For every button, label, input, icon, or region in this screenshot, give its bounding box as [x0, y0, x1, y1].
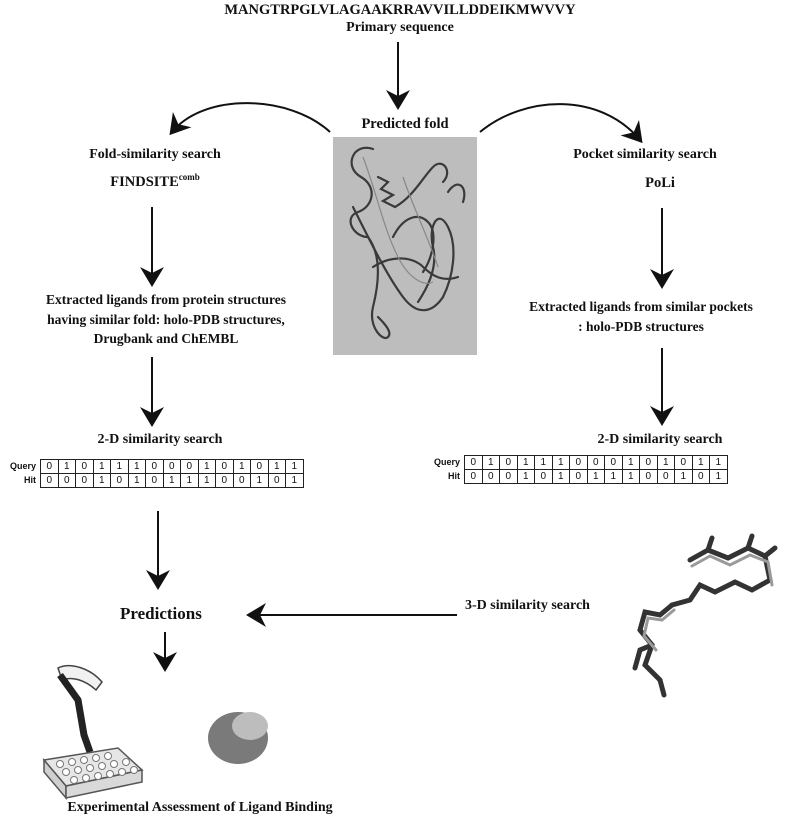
fingerprint-bit: 1 — [481, 455, 500, 470]
fingerprint-bit: 1 — [250, 473, 269, 488]
fingerprint-bit: 0 — [215, 473, 234, 488]
fingerprint-bit: 1 — [656, 455, 675, 470]
right-2d-similarity-label: 2-D similarity search — [597, 432, 723, 447]
fingerprint-bit: 1 — [57, 459, 76, 474]
fingerprint-bit: 1 — [621, 455, 640, 470]
fingerprint-bit: 1 — [516, 455, 535, 470]
predictions-label: Predictions — [120, 604, 202, 623]
fingerprint-bit: 1 — [285, 473, 304, 488]
fingerprint-bit: 1 — [586, 469, 605, 484]
fingerprint-bit: 1 — [162, 473, 181, 488]
fingerprint-bit: 1 — [127, 459, 146, 474]
fingerprint-bit: 0 — [499, 469, 518, 484]
fingerprint-bit: 1 — [285, 459, 304, 474]
fingerprint-bit: 1 — [604, 469, 623, 484]
fingerprint-bit: 0 — [180, 459, 199, 474]
fingerprint-bit: 1 — [691, 455, 710, 470]
fingerprint-bit: 1 — [127, 473, 146, 488]
query-label: Query — [433, 457, 460, 467]
fingerprint-bit: 0 — [232, 473, 251, 488]
3d-similarity-search-label: 3-D similarity search — [465, 598, 590, 613]
fingerprint-bit: 1 — [621, 469, 640, 484]
fingerprint-bit: 0 — [75, 459, 94, 474]
poli-method-label: PoLi — [645, 175, 675, 191]
fingerprint-bit: 1 — [92, 473, 111, 488]
left-ligands-text: Extracted ligands from protein structure… — [46, 292, 286, 346]
predicted-fold-label: Predicted fold — [361, 116, 449, 132]
fingerprint-bit: 0 — [110, 473, 129, 488]
fingerprint-bit: 0 — [40, 459, 59, 474]
fingerprint-bit: 1 — [709, 455, 728, 470]
fingerprint-bit: 1 — [197, 459, 216, 474]
fingerprint-bit: 1 — [534, 455, 553, 470]
experimental-assessment-label: Experimental Assessment of Ligand Bindin… — [67, 800, 333, 815]
fingerprint-bit: 0 — [464, 455, 483, 470]
predicted-fold-image — [333, 137, 477, 355]
pocket-similarity-search-label: Pocket similarity search — [573, 147, 717, 162]
fingerprint-bit: 0 — [534, 469, 553, 484]
fingerprint-bit: 0 — [569, 455, 588, 470]
fingerprint-bit: 0 — [57, 473, 76, 488]
fingerprint-bit: 0 — [145, 473, 164, 488]
primary-sequence-text: MANGTRPGLVLAGAAKRRAVVILLDDEIKMWVVY — [224, 2, 576, 18]
fingerprint-bit: 1 — [551, 455, 570, 470]
fingerprint-bit: 0 — [481, 469, 500, 484]
fingerprint-bit: 1 — [197, 473, 216, 488]
query-label: Query — [9, 461, 36, 471]
fingerprint-bit: 0 — [145, 459, 164, 474]
fingerprint-bit: 1 — [674, 469, 693, 484]
fingerprint-bit: 0 — [464, 469, 483, 484]
arrow-fold-to-fold-search — [169, 102, 331, 136]
fingerprint-bit: 1 — [92, 459, 111, 474]
fingerprint-bit: 1 — [516, 469, 535, 484]
fingerprint-bit: 0 — [75, 473, 94, 488]
primary-sequence-label: Primary sequence — [346, 20, 454, 35]
fingerprint-bit: 0 — [569, 469, 588, 484]
right-ligands-text: Extracted ligands from similar pockets :… — [529, 299, 753, 334]
fingerprint-bit: 0 — [267, 473, 286, 488]
fingerprint-bit: 0 — [674, 455, 693, 470]
fingerprint-bit: 0 — [40, 473, 59, 488]
fingerprint-bit: 1 — [709, 469, 728, 484]
fingerprint-bit: 1 — [267, 459, 286, 474]
ligand-3d-structure-image — [632, 533, 778, 698]
fingerprint-bit: 0 — [250, 459, 269, 474]
fingerprint-bit: 1 — [232, 459, 251, 474]
protein-fold-ribbon — [349, 146, 466, 340]
fingerprint-bit: 0 — [639, 469, 658, 484]
fingerprint-bit: 1 — [551, 469, 570, 484]
arrow-fold-to-pocket-search — [479, 103, 643, 144]
hit-label: Hit — [24, 475, 36, 485]
protein-ligand-blob-image — [208, 712, 268, 764]
fingerprint-bit: 1 — [180, 473, 199, 488]
fingerprint-bit: 0 — [215, 459, 234, 474]
fingerprint-bit: 0 — [162, 459, 181, 474]
left-2d-similarity-label: 2-D similarity search — [97, 432, 223, 447]
fingerprint-bit: 0 — [639, 455, 658, 470]
fingerprint-bit: 0 — [691, 469, 710, 484]
fingerprint-bit: 0 — [656, 469, 675, 484]
pipette-and-plate-image — [42, 664, 144, 801]
findsite-method-label: FINDSITEcomb — [110, 172, 200, 190]
fingerprint-bit: 0 — [586, 455, 605, 470]
fingerprint-bit: 1 — [110, 459, 129, 474]
fold-similarity-search-label: Fold-similarity search — [89, 147, 221, 162]
fingerprint-bit: 0 — [604, 455, 623, 470]
hit-label: Hit — [448, 471, 460, 481]
fingerprint-bit: 0 — [499, 455, 518, 470]
